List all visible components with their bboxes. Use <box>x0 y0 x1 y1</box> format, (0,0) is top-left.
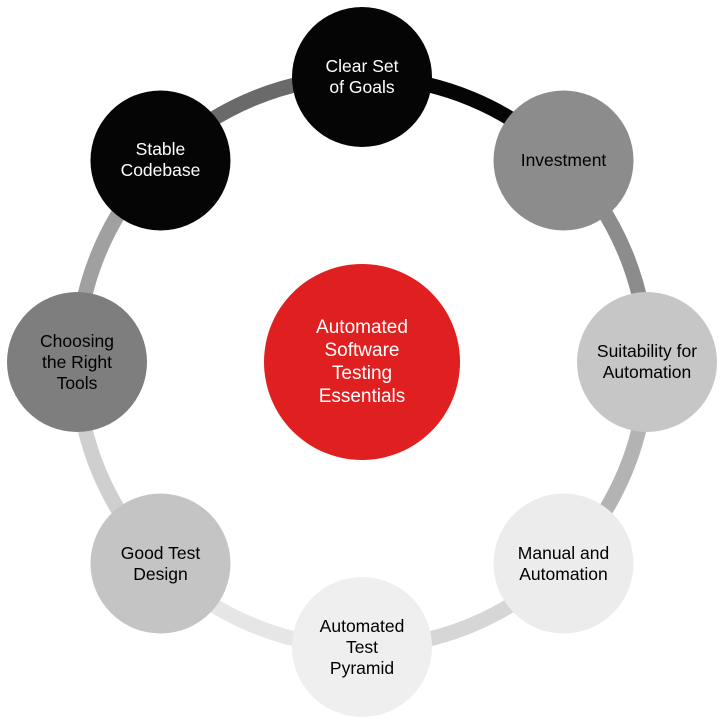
node-circle <box>7 292 147 432</box>
node-circle <box>90 493 231 634</box>
node-circle <box>90 90 231 231</box>
node-circle <box>292 577 432 717</box>
center-circle <box>264 264 460 460</box>
node-circle <box>493 90 634 231</box>
node-circle <box>493 493 634 634</box>
node-layer <box>7 7 717 717</box>
node-circle <box>292 7 432 147</box>
node-circle <box>577 292 717 432</box>
